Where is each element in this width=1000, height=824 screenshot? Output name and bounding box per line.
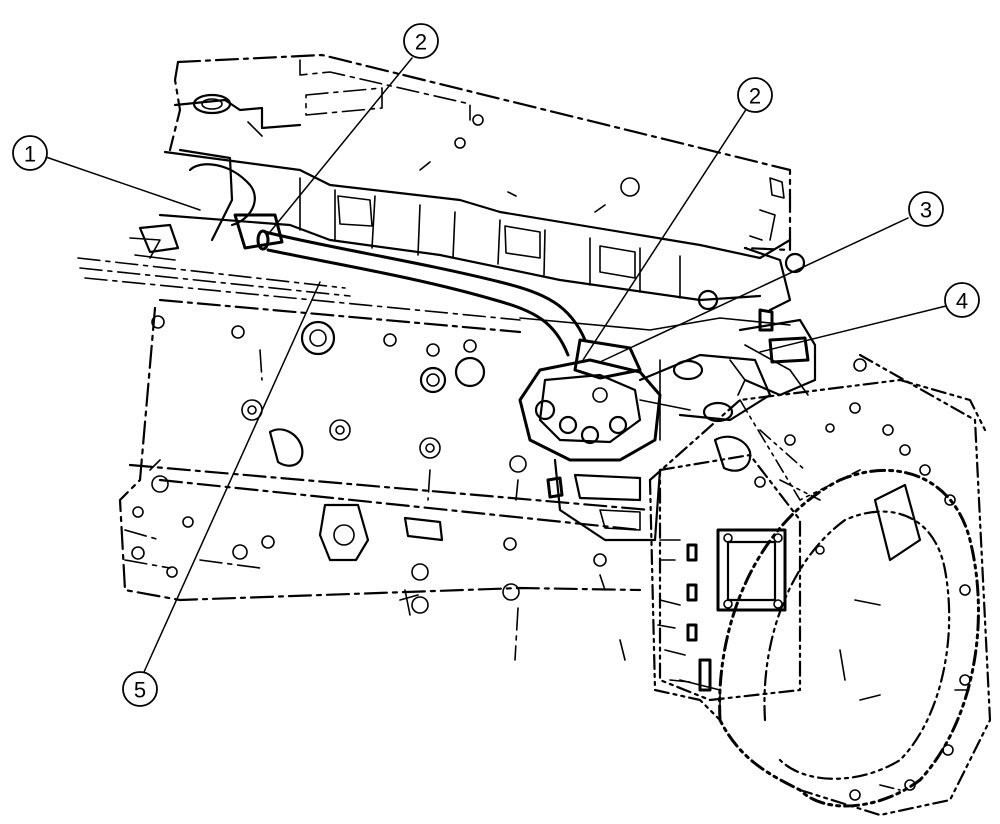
callout-4-label: 4 — [956, 289, 968, 314]
fitting-left — [129, 148, 284, 261]
block-side — [77, 257, 791, 602]
flywheel-housing — [648, 353, 992, 817]
rocker-housing — [158, 150, 806, 312]
leader-lines — [42, 57, 947, 673]
valve-cover — [168, 53, 792, 252]
callout-5-label: 5 — [134, 678, 146, 703]
callout-1-label: 1 — [24, 142, 36, 167]
callout-2-right: 2 — [737, 77, 773, 113]
callout-3-label: 3 — [920, 198, 932, 223]
callout-2-left: 2 — [403, 23, 439, 59]
callout-5: 5 — [122, 671, 158, 707]
right-bracket — [729, 308, 817, 397]
fuel-line — [256, 229, 587, 357]
adapter-plate — [657, 435, 802, 711]
callout-3: 3 — [908, 191, 944, 227]
callout-4: 4 — [944, 282, 980, 318]
callout-1: 1 — [12, 135, 48, 171]
callout-2-right-label: 2 — [749, 84, 761, 109]
block-bosses — [131, 315, 626, 661]
callout-2-left-label: 2 — [415, 30, 427, 55]
